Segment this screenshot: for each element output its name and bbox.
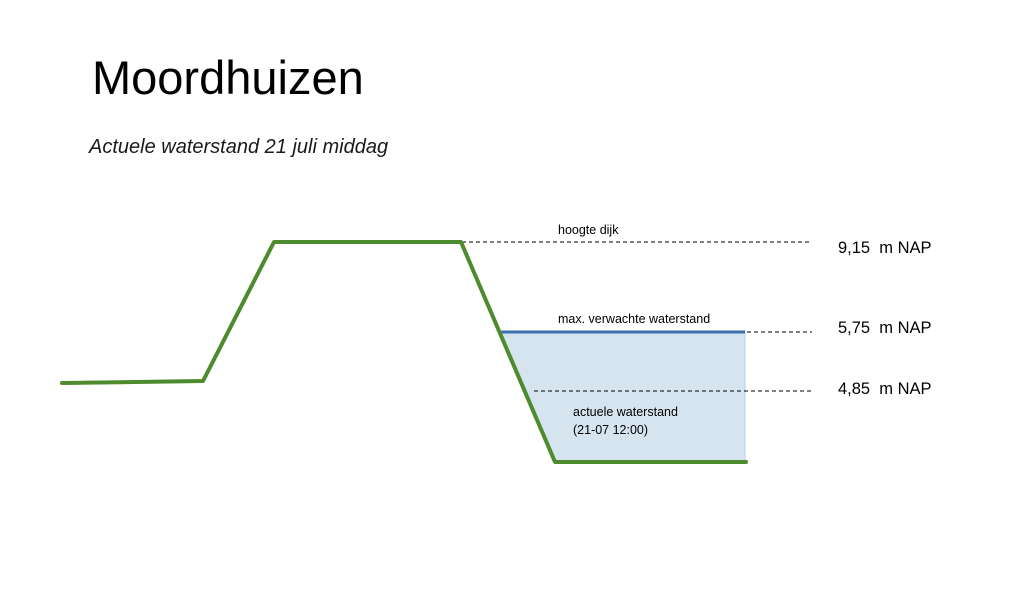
water-area	[500, 332, 745, 462]
page-subtitle: Actuele waterstand 21 juli middag	[89, 136, 389, 158]
max-expected-label: max. verwachte waterstand	[558, 312, 710, 326]
dike-profile	[60, 240, 748, 464]
page-title: Moordhuizen	[92, 51, 364, 104]
current-level-value: 4,85 m NAP	[838, 380, 932, 398]
max-level-value: 5,75 m NAP	[838, 319, 932, 337]
current-level-timestamp: (21-07 12:00)	[573, 423, 648, 437]
current-level-label: actuele waterstand	[573, 405, 678, 419]
dike-level-value: 9,15 m NAP	[838, 239, 932, 257]
dike-height-label: hoogte dijk	[558, 223, 619, 237]
